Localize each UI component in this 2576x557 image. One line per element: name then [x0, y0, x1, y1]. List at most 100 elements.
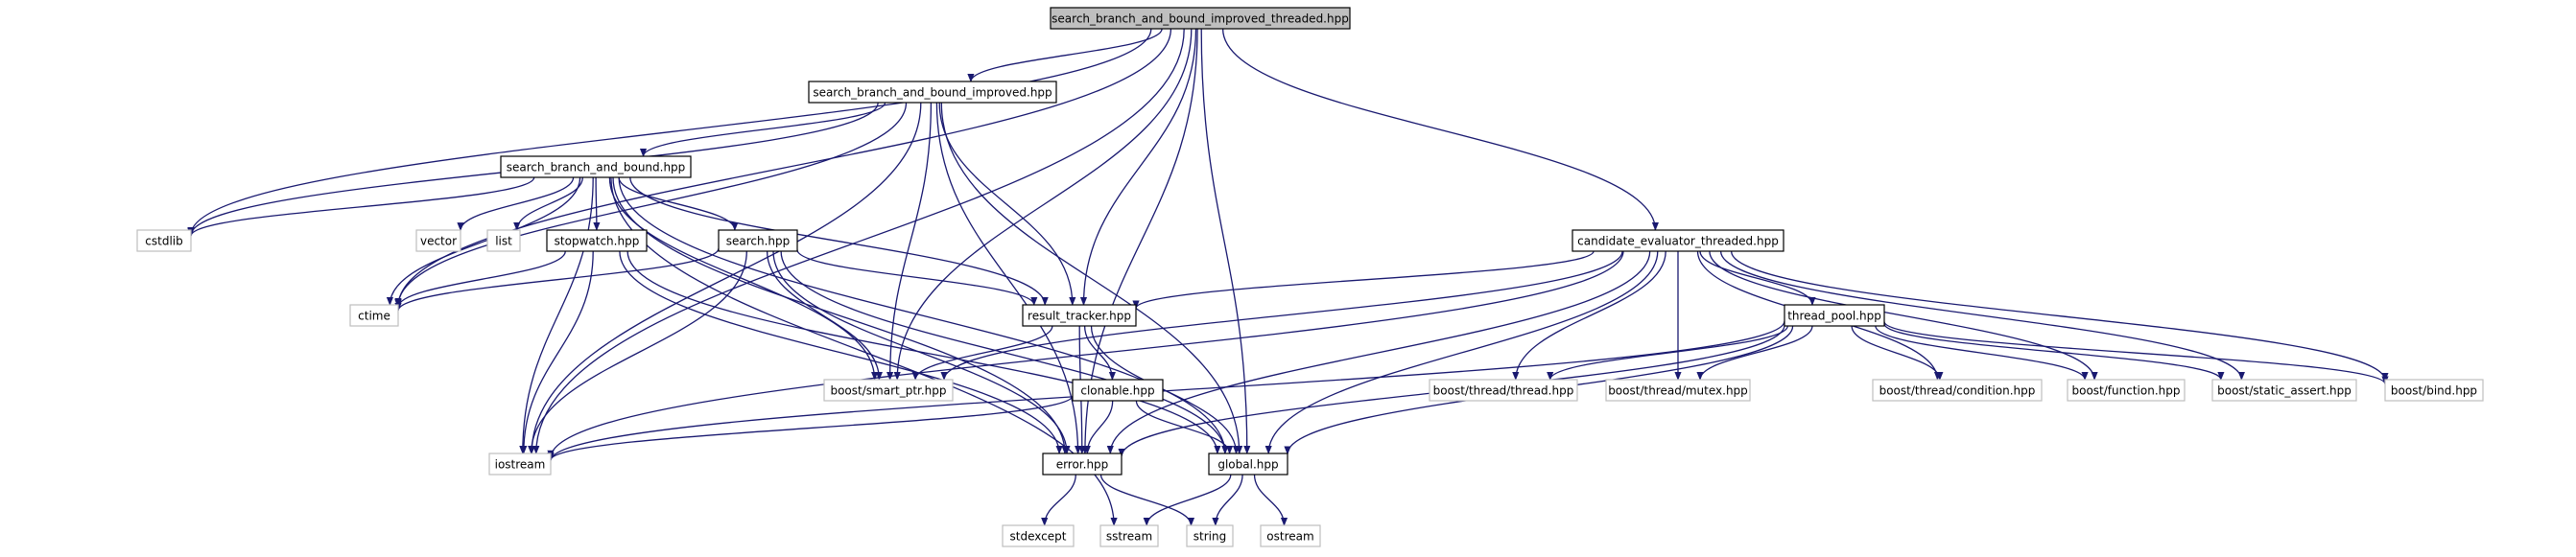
node-box-root — [1050, 7, 1351, 30]
node-string: string — [1186, 524, 1234, 547]
node-sstream: sstream — [1099, 524, 1159, 547]
node-box-cstdlib — [136, 229, 192, 252]
node-box-cet — [1572, 229, 1784, 252]
edge-search-to-ctime — [394, 247, 720, 312]
edge-root-to-cstdlib — [187, 28, 1152, 236]
edge-cet-to-rt — [1132, 250, 1595, 310]
node-label-bbind: boost/bind.hpp — [2391, 384, 2477, 398]
edge-sbb-to-global — [618, 176, 1229, 454]
node-box-clonable — [1072, 379, 1164, 402]
node-label-sbbi: search_branch_and_bound_improved.hpp — [813, 86, 1052, 100]
edge-tp-to-iostream — [547, 320, 1785, 462]
edge-global-to-sstream — [1143, 474, 1232, 526]
edge-sbbi-to-global — [940, 102, 1243, 454]
node-label-bfunc: boost/function.hpp — [2072, 384, 2181, 398]
edge-sbb-to-ctime — [386, 176, 581, 306]
edge-search-to-sp — [766, 250, 883, 381]
edge-sbb-to-cstdlib — [187, 176, 535, 238]
edge-cet-to-bfunc — [1709, 250, 2098, 381]
edge-root-to-cet — [1221, 28, 1659, 231]
node-label-error: error.hpp — [1056, 458, 1109, 472]
node-label-global: global.hpp — [1217, 458, 1278, 472]
edge-sbb-to-sp — [608, 176, 879, 381]
node-stopwatch[interactable]: stopwatch.hpp — [546, 229, 648, 252]
node-bthread: boost/thread/thread.hpp — [1429, 379, 1578, 402]
node-bsa: boost/static_assert.hpp — [2211, 379, 2357, 402]
edge-stopwatch-to-error — [619, 250, 1063, 454]
node-label-root: search_branch_and_bound_improved_threade… — [1052, 12, 1349, 26]
node-search[interactable]: search.hpp — [718, 229, 798, 252]
node-label-list: list — [495, 235, 512, 248]
edge-root-to-sbbi — [967, 28, 1163, 82]
node-bcond: boost/thread/condition.hpp — [1872, 379, 2043, 402]
edge-cet-to-error — [1106, 250, 1651, 454]
edge-sbb-to-vector — [457, 176, 575, 232]
node-label-cstdlib: cstdlib — [145, 235, 182, 248]
node-tp[interactable]: thread_pool.hpp — [1784, 304, 1885, 327]
node-sp: boost/smart_ptr.hpp — [823, 379, 954, 402]
edge-sbb-to-iostream — [519, 176, 594, 454]
node-box-tp — [1784, 304, 1885, 327]
node-box-vector — [415, 229, 461, 252]
node-bfunc: boost/function.hpp — [2067, 379, 2186, 402]
edge-search-to-rt — [796, 249, 1038, 306]
node-box-rt — [1022, 304, 1137, 327]
edge-cet-to-bthread — [1512, 250, 1666, 381]
node-cet[interactable]: candidate_evaluator_threaded.hpp — [1572, 229, 1784, 252]
node-cstdlib: cstdlib — [136, 229, 192, 252]
edge-clonable-to-iostream — [547, 395, 1074, 461]
node-box-search — [718, 229, 798, 252]
node-ctime: ctime — [349, 304, 399, 327]
node-bbind: boost/bind.hpp — [2384, 379, 2484, 402]
node-label-clonable: clonable.hpp — [1080, 384, 1154, 398]
edge-root-to-iostream — [532, 28, 1185, 454]
edge-search-to-iostream — [528, 250, 747, 454]
node-label-bthread: boost/thread/thread.hpp — [1433, 384, 1574, 398]
edge-cet-to-bsa — [1719, 250, 2245, 381]
edge-tp-to-bthread — [1547, 325, 1788, 381]
edge-root-to-sp — [893, 28, 1193, 381]
node-box-bbind — [2384, 379, 2484, 402]
node-label-vector: vector — [420, 235, 457, 248]
node-label-sp: boost/smart_ptr.hpp — [830, 384, 946, 398]
edge-root-to-global — [1200, 28, 1251, 454]
node-box-stopwatch — [546, 229, 648, 252]
edges-layer — [187, 28, 2389, 526]
edge-cet-to-sp — [940, 250, 1623, 381]
node-error[interactable]: error.hpp — [1042, 453, 1123, 476]
node-box-bsa — [2211, 379, 2357, 402]
node-box-sbb — [500, 155, 692, 178]
node-box-iostream — [488, 453, 552, 476]
node-box-sp — [823, 379, 954, 402]
edge-sbb-to-search — [618, 176, 739, 231]
edge-sbb-to-error — [612, 176, 1069, 454]
node-box-bfunc — [2067, 379, 2186, 402]
node-bmutex: boost/thread/mutex.hpp — [1605, 379, 1751, 402]
node-clonable[interactable]: clonable.hpp — [1072, 379, 1164, 402]
edge-sbb-to-list — [513, 176, 583, 231]
nodes-layer: search_branch_and_bound_improved_threade… — [136, 7, 2484, 547]
node-ostream: ostream — [1260, 524, 1321, 547]
node-rt[interactable]: result_tracker.hpp — [1022, 304, 1137, 327]
node-sbb[interactable]: search_branch_and_bound.hpp — [500, 155, 692, 178]
edge-sbb-to-stopwatch — [593, 176, 601, 231]
node-root[interactable]: search_branch_and_bound_improved_threade… — [1050, 7, 1351, 30]
node-box-global — [1208, 453, 1288, 476]
node-label-ctime: ctime — [358, 310, 390, 323]
edge-tp-to-bcond — [1851, 325, 1944, 381]
node-box-stdexcept — [1002, 524, 1075, 547]
edge-sbbi-to-iostream — [528, 102, 922, 454]
node-list: list — [486, 229, 521, 252]
node-box-sbbi — [808, 81, 1057, 104]
node-label-stdexcept: stdexcept — [1010, 530, 1067, 544]
node-label-tp: thread_pool.hpp — [1787, 310, 1881, 323]
node-global[interactable]: global.hpp — [1208, 453, 1288, 476]
edge-stopwatch-to-ctime — [394, 250, 566, 309]
edge-sbbi-to-ctime — [394, 102, 908, 307]
node-box-ostream — [1260, 524, 1321, 547]
edge-cet-to-bbind — [1730, 250, 2389, 382]
node-sbbi[interactable]: search_branch_and_bound_improved.hpp — [808, 81, 1057, 104]
edge-cet-to-iostream — [547, 250, 1624, 459]
edge-error-to-string — [1099, 474, 1195, 526]
